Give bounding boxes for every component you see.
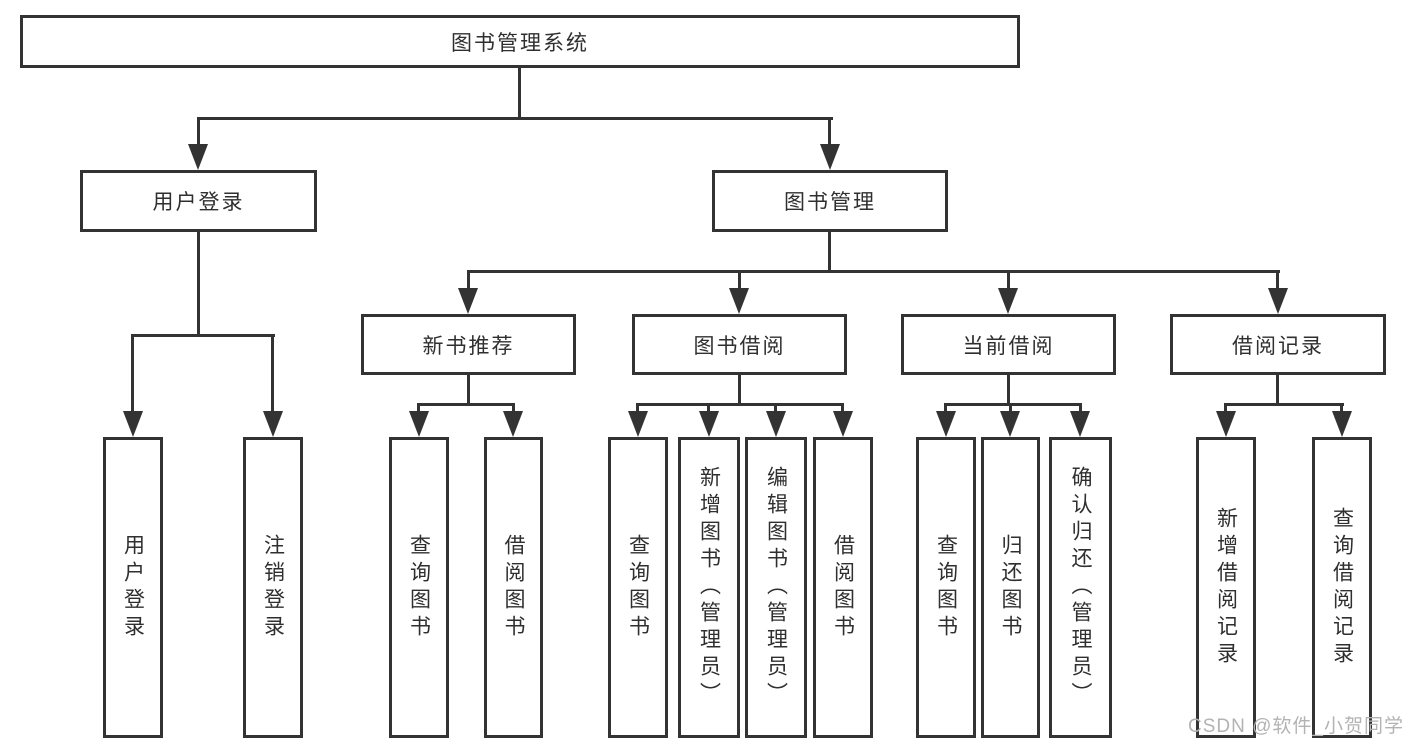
leaf-rec-query-books: 查询图书 (389, 437, 449, 738)
down-arrowhead-icon (1332, 411, 1352, 437)
connector-drop (738, 270, 741, 290)
csdn-watermark: CSDN @软件_小贺同学 (1188, 711, 1404, 738)
down-arrowhead-icon (409, 411, 429, 437)
connector-stem (197, 231, 200, 337)
node-borrowing-records-label: 借阅记录 (1232, 334, 1324, 358)
down-arrowhead-icon (628, 411, 648, 437)
down-arrowhead-icon (1070, 411, 1090, 437)
leaf-cb-return-books: 归还图书 (981, 437, 1040, 738)
leaf-user-login: 用户登录 (103, 437, 163, 738)
node-book-management-label: 图书管理 (784, 191, 876, 214)
leaf-bb-add-books-admin: 新增图书（管理员） (678, 437, 740, 738)
node-book-management: 图书管理 (712, 170, 948, 232)
node-book-borrowing-label: 图书借阅 (693, 334, 786, 358)
leaf-cb-return-books-label: 归还图书 (999, 533, 1022, 642)
connector-drop (1340, 403, 1343, 413)
node-new-book-recommend-label: 新书推荐 (422, 334, 515, 358)
connector-stem (828, 231, 831, 273)
down-arrowhead-icon (1000, 411, 1020, 437)
leaf-cb-confirm-return-admin-label: 确认归还（管理员） (1069, 466, 1092, 709)
down-arrowhead-icon (820, 144, 840, 170)
leaf-bb-edit-books-admin: 编辑图书（管理员） (745, 437, 807, 738)
down-arrowhead-icon (729, 288, 749, 314)
connector-drop (512, 403, 515, 413)
connector-drop (828, 117, 831, 147)
down-arrowhead-icon (188, 144, 208, 170)
node-borrowing-records: 借阅记录 (1170, 314, 1386, 375)
leaf-bb-add-books-admin-label: 新增图书（管理员） (697, 466, 721, 709)
leaf-br-query-record: 查询借阅记录 (1312, 437, 1372, 738)
connector-stem (518, 67, 521, 120)
node-root-system: 图书管理系统 (20, 15, 1020, 68)
leaf-rec-borrow-books: 借阅图书 (484, 437, 543, 738)
leaf-br-query-record-label: 查询借阅记录 (1330, 506, 1354, 669)
node-current-borrowing: 当前借阅 (901, 314, 1116, 375)
down-arrowhead-icon (503, 411, 523, 437)
connector-drop (417, 403, 420, 413)
leaf-cb-confirm-return-admin: 确认归还（管理员） (1049, 437, 1112, 738)
down-arrowhead-icon (998, 288, 1018, 314)
node-root-system-label: 图书管理系统 (451, 31, 589, 55)
connector-drop (707, 403, 710, 413)
node-book-borrowing: 图书借阅 (632, 314, 847, 375)
leaf-bb-borrow-books: 借阅图书 (813, 437, 873, 738)
leaf-rec-borrow-books-label: 借阅图书 (502, 533, 525, 642)
connector-drop (944, 403, 947, 413)
down-arrowhead-icon (936, 411, 956, 437)
connector-bus (944, 403, 1082, 406)
leaf-rec-query-books-label: 查询图书 (407, 533, 431, 642)
leaf-logout-label: 注销登录 (261, 533, 285, 642)
down-arrowhead-icon (766, 411, 786, 437)
connector-drop (1007, 270, 1010, 290)
connector-stem (1276, 374, 1279, 406)
connector-bus (467, 270, 1280, 273)
connector-stem (467, 374, 470, 406)
csdn-watermark-text: CSDN @软件_小贺同学 (1188, 716, 1404, 737)
leaf-cb-query-books-label: 查询图书 (934, 533, 958, 642)
leaf-bb-borrow-books-label: 借阅图书 (831, 533, 855, 642)
down-arrowhead-icon (699, 411, 719, 437)
connector-drop (1009, 403, 1012, 413)
leaf-user-login-label: 用户登录 (121, 533, 145, 642)
connector-drop (1224, 403, 1227, 413)
leaf-br-add-record-label: 新增借阅记录 (1214, 506, 1238, 669)
node-user-login-label: 用户登录 (152, 191, 245, 214)
connector-bus (1224, 403, 1344, 406)
down-arrowhead-icon (458, 288, 478, 314)
down-arrowhead-icon (833, 411, 853, 437)
connector-drop (636, 403, 639, 413)
connector-bus (417, 403, 515, 406)
connector-stem (738, 374, 741, 406)
connector-bus (636, 403, 844, 406)
leaf-cb-query-books: 查询图书 (916, 437, 976, 738)
connector-drop (1079, 403, 1082, 413)
connector-bus (131, 334, 275, 337)
connector-drop (1276, 270, 1279, 290)
connector-drop (131, 334, 134, 414)
leaf-br-add-record: 新增借阅记录 (1196, 437, 1256, 738)
connector-drop (197, 117, 200, 147)
connector-drop (467, 270, 470, 290)
node-user-login: 用户登录 (80, 170, 317, 232)
leaf-logout: 注销登录 (243, 437, 303, 738)
leaf-bb-query-books: 查询图书 (608, 437, 668, 738)
down-arrowhead-icon (1268, 288, 1288, 314)
leaf-bb-edit-books-admin-label: 编辑图书（管理员） (764, 466, 788, 709)
connector-stem (1007, 374, 1010, 406)
down-arrowhead-icon (123, 411, 143, 437)
connector-drop (841, 403, 844, 413)
connector-drop (271, 334, 274, 414)
down-arrowhead-icon (263, 411, 283, 437)
down-arrowhead-icon (1216, 411, 1236, 437)
connector-bus (197, 117, 833, 120)
connector-drop (774, 403, 777, 413)
leaf-bb-query-books-label: 查询图书 (626, 533, 650, 642)
node-current-borrowing-label: 当前借阅 (962, 334, 1055, 358)
node-new-book-recommend: 新书推荐 (361, 314, 576, 375)
